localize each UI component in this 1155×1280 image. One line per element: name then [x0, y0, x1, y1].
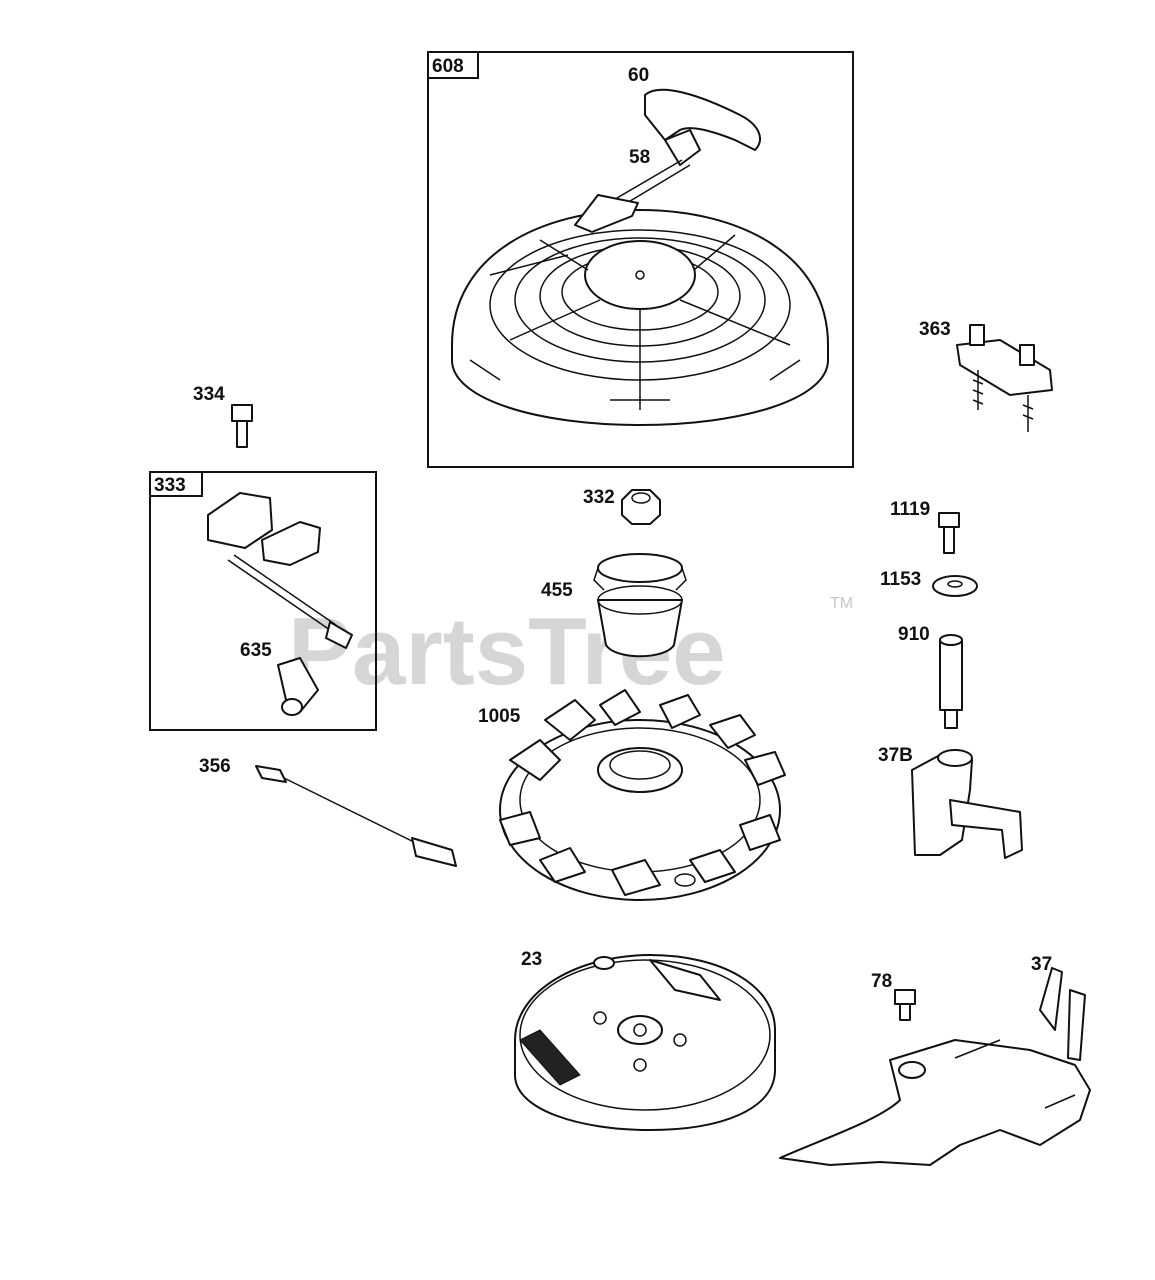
watermark-trademark: TM: [830, 595, 853, 612]
callout-363: 363: [919, 319, 951, 340]
callout-608: 608: [432, 56, 464, 77]
part-23-plate[interactable]: [514, 954, 776, 1131]
callout-455: 455: [541, 580, 573, 601]
part-455-cup[interactable]: [593, 553, 687, 658]
starter-handle[interactable]: [644, 88, 761, 166]
callout-333: 333: [154, 475, 186, 496]
callout-1005: 1005: [478, 706, 521, 727]
callout-356: 356: [199, 756, 231, 777]
callout-23: 23: [521, 949, 542, 970]
assembly-box-608[interactable]: 608: [427, 51, 854, 468]
part-363-bracket[interactable]: [956, 324, 1053, 432]
part-356-wire[interactable]: [255, 765, 457, 867]
callout-334: 334: [193, 384, 225, 405]
part-334-bolt[interactable]: [231, 404, 253, 448]
part-1005-flywheel[interactable]: [499, 689, 786, 901]
part-910-standoff[interactable]: [939, 634, 963, 729]
ignition-armature[interactable]: [207, 492, 353, 649]
part-37B-bracket[interactable]: [911, 749, 1023, 859]
callout-78: 78: [871, 971, 892, 992]
part-332-nut[interactable]: [621, 489, 661, 525]
callout-910: 910: [898, 624, 930, 645]
part-1119-bolt[interactable]: [938, 512, 960, 554]
recoil-starter-housing[interactable]: [451, 209, 829, 426]
callout-1153: 1153: [880, 569, 921, 590]
part-635-terminal-boot[interactable]: [277, 657, 319, 716]
part-1153-washer[interactable]: [932, 575, 978, 597]
part-78-bolt[interactable]: [894, 989, 916, 1021]
assembly-box-333[interactable]: 333: [149, 471, 377, 731]
starter-rope[interactable]: [574, 159, 691, 233]
callout-1119: 1119: [890, 499, 930, 520]
callout-37B: 37B: [878, 745, 913, 766]
part-37-air-vane[interactable]: [779, 967, 1091, 1166]
callout-37: 37: [1031, 954, 1052, 975]
callout-60: 60: [628, 65, 649, 86]
callout-635: 635: [240, 640, 272, 661]
callout-332: 332: [583, 487, 615, 508]
callout-58: 58: [629, 147, 650, 168]
